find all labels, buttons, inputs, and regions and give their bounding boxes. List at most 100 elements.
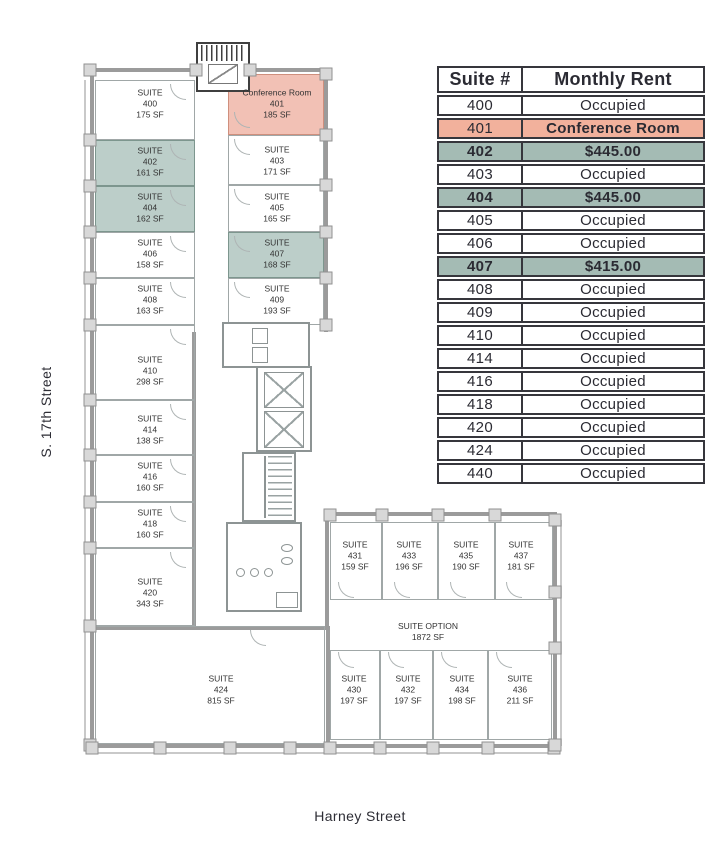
wall-pilaster: [83, 179, 97, 193]
wall-pilaster: [83, 619, 97, 633]
room-suite-430: [330, 650, 380, 740]
wall-pilaster: [319, 271, 333, 285]
wall-pilaster: [323, 741, 337, 755]
monthly-rent-cell: $445.00: [523, 187, 705, 208]
wall-pilaster: [85, 741, 99, 755]
wall-pilaster: [83, 63, 97, 77]
wall-pilaster: [319, 128, 333, 142]
elevator-shaft: [264, 411, 304, 448]
room-suite-406: [95, 232, 195, 278]
utility-fixture: [252, 328, 268, 344]
monthly-rent-cell: Occupied: [523, 440, 705, 461]
room-suite-437: [495, 522, 553, 600]
room-label-line: SUITE: [264, 191, 290, 202]
monthly-rent-cell: Occupied: [523, 233, 705, 254]
room-suite-435: [438, 522, 495, 600]
room-suite-431: [330, 522, 382, 600]
monthly-rent-cell: Occupied: [523, 394, 705, 415]
wall-pilaster: [283, 741, 297, 755]
room-label-line: 406: [142, 248, 158, 259]
room-label-line: 432: [400, 684, 416, 695]
monthly-rent-column-header: Monthly Rent: [523, 66, 705, 93]
room-label-line: 409: [269, 294, 285, 305]
room-label-line: 430: [346, 684, 362, 695]
room-suite-432: [380, 650, 433, 740]
room-label-line: 418: [142, 518, 158, 529]
room-label-line: 198 SF: [448, 695, 476, 706]
room-suite-420: [95, 548, 195, 626]
monthly-rent-cell: Occupied: [523, 348, 705, 369]
suite-number-cell: 406: [437, 233, 523, 254]
wall-pilaster: [83, 393, 97, 407]
room-label-line: SUITE: [264, 237, 290, 248]
wall-pilaster: [488, 508, 502, 522]
rent-table-row-407: 407$415.00: [437, 256, 705, 277]
suite-number-cell: 414: [437, 348, 523, 369]
wall-pilaster: [83, 448, 97, 462]
suite-number-cell: 418: [437, 394, 523, 415]
exterior-window-line: [560, 520, 562, 746]
elevator-shaft: [264, 372, 304, 408]
room-label-line: SUITE: [137, 507, 163, 518]
room-label-line: 168 SF: [263, 259, 291, 270]
monthly-rent-cell: Occupied: [523, 371, 705, 392]
room-label-line: 424: [213, 684, 229, 695]
room-label-line: 420: [142, 587, 158, 598]
room-label-line: SUITE: [453, 539, 479, 550]
stair-tower-hatch: [201, 45, 245, 61]
room-label-line: 158 SF: [136, 259, 164, 270]
room-label-line: 163 SF: [136, 305, 164, 316]
room-label-line: 414: [142, 424, 158, 435]
room-label-line: SUITE: [396, 539, 422, 550]
room-label-line: SUITE: [208, 673, 234, 684]
suite-number-cell: 408: [437, 279, 523, 300]
wall-pilaster: [319, 178, 333, 192]
room-suite-434: [433, 650, 488, 740]
street-label-s-17th: S. 17th Street: [38, 366, 54, 458]
monthly-rent-cell: Occupied: [523, 325, 705, 346]
wall-pilaster: [83, 495, 97, 509]
wall-pilaster: [375, 508, 389, 522]
room-label-line: 211 SF: [506, 695, 534, 706]
stair-divider: [264, 456, 266, 518]
room-label-line: 433: [401, 550, 417, 561]
restroom-sink: [281, 557, 293, 565]
wall-pilaster: [83, 133, 97, 147]
monthly-rent-cell: Occupied: [523, 210, 705, 231]
room-label-line: 407: [269, 248, 285, 259]
room-label-line: 400: [142, 98, 158, 109]
room-label-line: 343 SF: [136, 598, 164, 609]
wall-pilaster: [223, 741, 237, 755]
room-label-line: SUITE: [264, 283, 290, 294]
room-label-line: SUITE: [342, 539, 368, 550]
room-label-line: SUITE OPTION: [398, 620, 458, 631]
suite-number-cell: 416: [437, 371, 523, 392]
stair-tower-cab: [208, 64, 238, 84]
room-label-line: 403: [269, 155, 285, 166]
room-label-line: 175 SF: [136, 109, 164, 120]
monthly-rent-cell: $415.00: [523, 256, 705, 277]
suite-number-cell: 403: [437, 164, 523, 185]
room-suite-416: [95, 455, 195, 502]
room-label-line: 138 SF: [136, 435, 164, 446]
room-label-line: 193 SF: [263, 305, 291, 316]
restroom-sink: [281, 544, 293, 552]
